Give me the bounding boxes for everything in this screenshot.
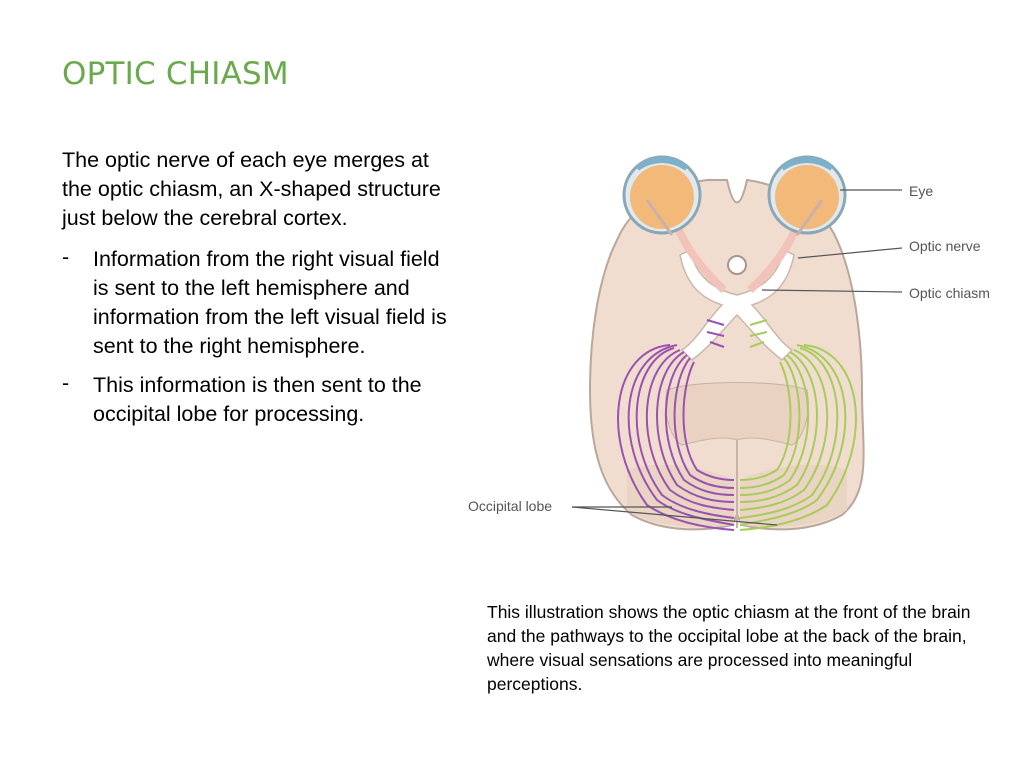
intro-paragraph: The optic nerve of each eye merges at th…: [62, 148, 441, 230]
bullet-item: - Information from the right visual fiel…: [62, 245, 454, 361]
brainstem-region: [665, 382, 809, 446]
right-eye: [767, 155, 847, 236]
label-occipital-lobe: Occipital lobe: [468, 498, 552, 514]
body-text: The optic nerve of each eye merges at th…: [62, 146, 454, 439]
label-optic-nerve: Optic nerve: [909, 238, 981, 254]
bullet-text: This information is then sent to the occ…: [93, 373, 422, 426]
right-visual-pathway: [739, 319, 857, 531]
optic-chiasm-illustration: Eye Optic nerve Optic chiasm Occipital l…: [462, 140, 1022, 540]
pituitary-stalk: [727, 255, 747, 275]
left-visual-pathway: [617, 319, 735, 531]
bullet-list: - Information from the right visual fiel…: [62, 245, 454, 429]
bullet-marker: -: [62, 371, 70, 395]
optic-nerve-left: [673, 223, 727, 293]
label-eye: Eye: [909, 183, 933, 199]
slide-title: OPTIC CHIASM: [62, 56, 289, 92]
figure-caption: This illustration shows the optic chiasm…: [487, 602, 971, 694]
brain-diagram: Eye Optic nerve Optic chiasm Occipital l…: [468, 155, 990, 531]
left-eye: [622, 155, 702, 236]
label-optic-chiasm: Optic chiasm: [909, 285, 990, 301]
bullet-text: Information from the right visual field …: [93, 247, 447, 358]
label-leader-lines: [571, 189, 903, 526]
bullet-item: - This information is then sent to the o…: [62, 371, 454, 429]
bullet-marker: -: [62, 245, 70, 269]
